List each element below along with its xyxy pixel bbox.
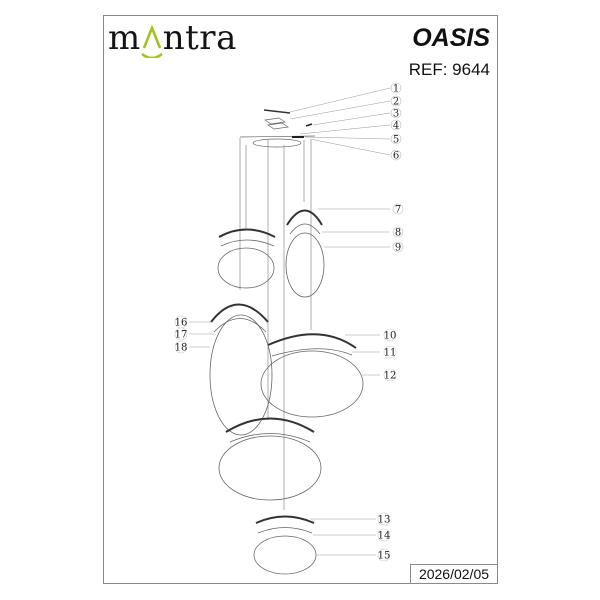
svg-text:2: 2	[393, 97, 399, 108]
svg-text:14: 14	[378, 531, 391, 542]
part-5	[292, 136, 304, 138]
svg-text:5: 5	[393, 135, 399, 146]
callout-7: 7	[392, 203, 404, 216]
svg-text:15: 15	[378, 551, 391, 562]
svg-text:10: 10	[384, 331, 397, 342]
brand-logo-suffix: ntra	[162, 18, 237, 58]
callout-16: 16	[175, 315, 188, 329]
shade-bottom	[253, 515, 317, 575]
canopy-disc	[252, 138, 302, 148]
svg-text:8: 8	[395, 228, 401, 239]
shade-lower	[218, 417, 322, 501]
svg-text:12: 12	[384, 371, 397, 382]
callout-8: 8	[392, 226, 404, 239]
brand-logo-prefix: m	[108, 18, 141, 58]
svg-text:13: 13	[378, 515, 391, 526]
svg-text:7: 7	[395, 205, 401, 216]
drawing-frame	[103, 15, 498, 584]
callout-labels: 1 2 3 4 5 6 7 8 9 10 11 12 13 14 15 16 1…	[175, 82, 404, 562]
part-3-plate	[264, 117, 289, 130]
callout-13: 13	[378, 512, 391, 526]
callout-18: 18	[175, 340, 188, 354]
svg-text:9: 9	[395, 243, 401, 254]
callout-4: 4	[390, 119, 402, 132]
callout-6: 6	[390, 149, 402, 162]
svg-text:18: 18	[175, 343, 188, 354]
svg-text:6: 6	[393, 151, 399, 162]
svg-text:3: 3	[393, 109, 399, 120]
shade-middle-left	[209, 303, 273, 436]
svg-text:11: 11	[384, 348, 397, 359]
callout-11: 11	[384, 345, 397, 359]
leader-lines	[189, 87, 391, 556]
callout-10: 10	[384, 328, 397, 342]
ceiling-canopy	[239, 109, 316, 148]
svg-text:1: 1	[393, 84, 399, 95]
callout-5: 5	[390, 133, 402, 146]
callout-14: 14	[378, 528, 391, 542]
shade-middle-right	[260, 333, 364, 418]
svg-text:4: 4	[393, 121, 399, 132]
drawing-date: 2026/02/05	[410, 564, 498, 584]
part-4-screw	[305, 123, 313, 127]
svg-text:17: 17	[175, 330, 188, 341]
part-1-bracket	[263, 109, 291, 114]
shade-top-right	[285, 209, 325, 298]
callout-15: 15	[378, 548, 391, 562]
callout-9: 9	[392, 241, 404, 254]
brand-logo-accent	[140, 18, 163, 58]
shade-top-left	[217, 228, 276, 289]
svg-text:16: 16	[175, 318, 188, 329]
callout-2: 2	[390, 95, 402, 108]
product-reference: REF: 9644	[408, 60, 490, 79]
callout-1: 1	[390, 82, 402, 95]
brand-logo: m ntra	[108, 18, 237, 58]
callout-12: 12	[384, 368, 397, 382]
suspension-cables	[239, 138, 312, 510]
callout-17: 17	[175, 327, 188, 341]
callout-3: 3	[390, 107, 402, 120]
product-title: OASIS	[412, 24, 490, 52]
